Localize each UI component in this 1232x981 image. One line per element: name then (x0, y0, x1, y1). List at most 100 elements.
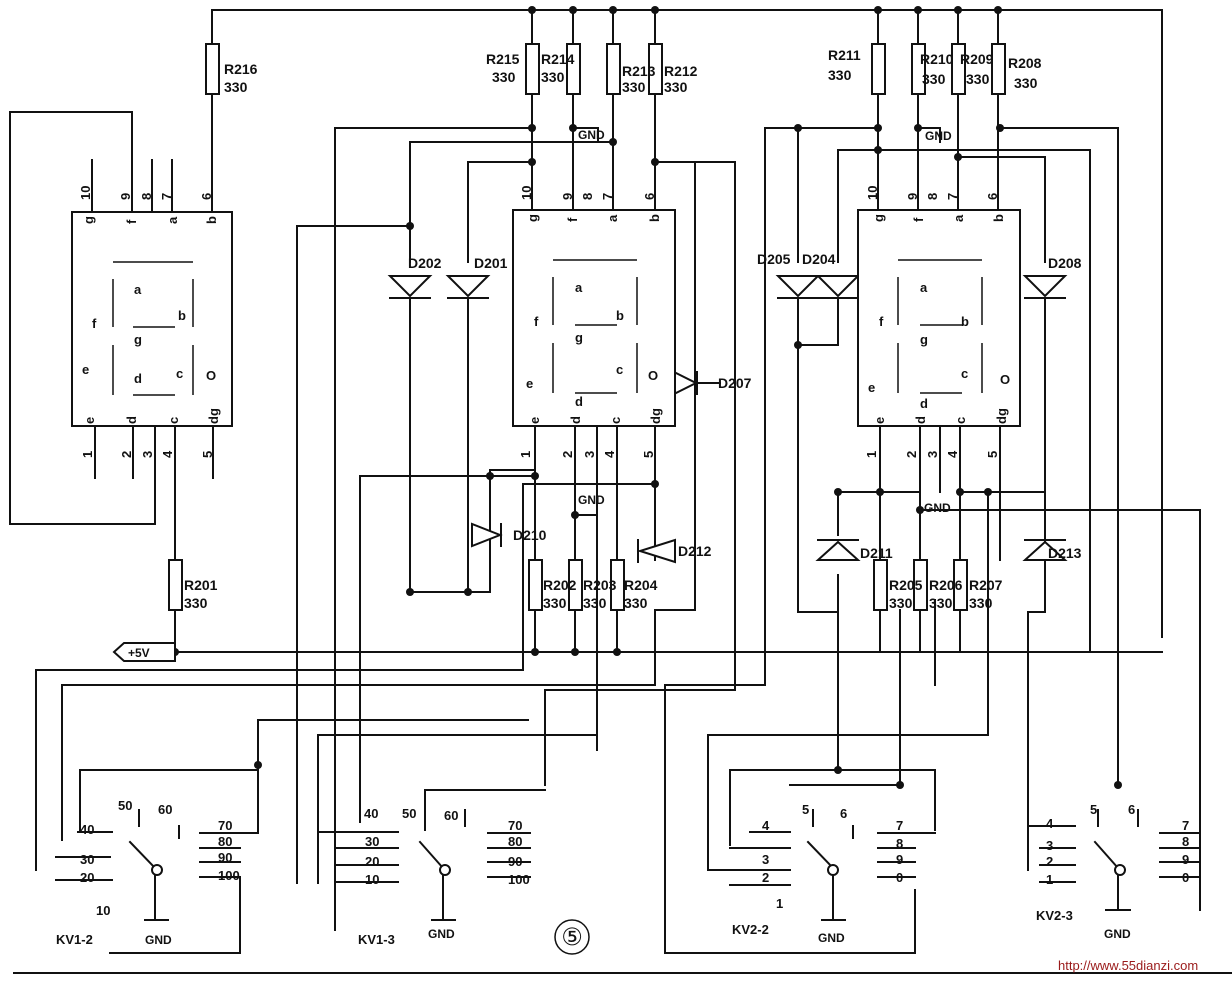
mid-pin-b: b (647, 214, 662, 222)
mid-pin-9: 9 (560, 193, 575, 200)
d201-label: D201 (474, 255, 508, 271)
left-seg-a: a (134, 282, 142, 297)
kv13-name: KV1-3 (358, 932, 395, 947)
kv23-top-6: 6 (1128, 802, 1135, 817)
switch-kv1-2 (55, 769, 259, 954)
right-pin-9: 9 (905, 193, 920, 200)
right-seg-c: c (961, 366, 968, 381)
left-pin-10: 10 (78, 186, 93, 200)
right-seg-d: d (920, 396, 928, 411)
r213-ref: R213 (622, 63, 656, 79)
gnd-label-6: GND (428, 927, 455, 941)
right-pin-b: b (991, 214, 1006, 222)
left-seg-f: f (92, 316, 97, 331)
mid-seg-c: c (616, 362, 623, 377)
gnd-label-5: GND (145, 933, 172, 947)
r204-val: 330 (624, 595, 648, 611)
left-seg-b: b (178, 308, 186, 323)
r211-ref: R211 (828, 47, 861, 63)
diodes (387, 275, 1068, 564)
right-pin-10: 10 (865, 186, 880, 200)
left-pin-g: g (81, 216, 96, 224)
mid-pin-3: 3 (582, 451, 597, 458)
left-seg-c: c (176, 366, 183, 381)
d212-label: D212 (678, 543, 712, 559)
r214-val: 330 (541, 69, 565, 85)
r214-ref: R214 (541, 51, 575, 67)
kv12-right-70: 70 (218, 818, 232, 833)
left-seg-e: e (82, 362, 89, 377)
gnd-label-2: GND (578, 493, 605, 507)
kv22-left-3: 3 (762, 852, 769, 867)
right-pin-4: 4 (945, 450, 960, 458)
r207-ref: R207 (969, 577, 1003, 593)
r203-ref: R203 (583, 577, 617, 593)
left-pin-f: f (124, 219, 139, 224)
mid-pin-dg: dg (648, 408, 663, 424)
left-pin-1: 1 (80, 451, 95, 458)
d205-label: D205 (757, 251, 791, 267)
right-seg-g: g (920, 332, 928, 347)
r211-val: 330 (828, 67, 852, 83)
gnd-label-7: GND (818, 931, 845, 945)
kv22-left-2: 2 (762, 870, 769, 885)
kv12-left-30: 30 (80, 852, 94, 867)
kv22-top-6: 6 (840, 806, 847, 821)
r208-ref: R208 (1008, 55, 1042, 71)
kv23-right-0: 0 (1182, 870, 1189, 885)
left-pin-2: 2 (119, 451, 134, 458)
kv22-under-1: 1 (776, 896, 783, 911)
r201-ref: R201 (184, 577, 218, 593)
figure-circle (554, 919, 590, 955)
left-pin-9: 9 (118, 193, 133, 200)
kv13-top-50: 50 (402, 806, 416, 821)
d208-label: D208 (1048, 255, 1082, 271)
mid-pin-8: 8 (580, 193, 595, 200)
mid-pin-10: 10 (519, 186, 534, 200)
left-pin-4: 4 (160, 450, 175, 458)
right-seg-b: b (961, 314, 969, 329)
right-pin-d: d (913, 416, 928, 424)
mid-pin-4: 4 (602, 450, 617, 458)
kv22-right-8: 8 (896, 836, 903, 851)
r202-ref: R202 (543, 577, 577, 593)
kv13-right-70: 70 (508, 818, 522, 833)
wiring (9, 9, 1201, 954)
kv12-top-60: 60 (158, 802, 172, 817)
r207-val: 330 (969, 595, 993, 611)
kv12-name: KV1-2 (56, 932, 93, 947)
r216-val: 330 (224, 79, 248, 95)
left-pin-3: 3 (140, 451, 155, 458)
kv22-right-9: 9 (896, 852, 903, 867)
gnd-label-1: GND (578, 128, 605, 142)
kv23-right-9: 9 (1182, 852, 1189, 867)
left-pin-dg: dg (206, 408, 221, 424)
d213-label: D213 (1048, 545, 1082, 561)
r209-val: 330 (966, 71, 990, 87)
r210-val: 330 (922, 71, 946, 87)
labels: R216 330 R215 330 R214 330 R213 330 R212… (56, 47, 1198, 973)
d204-label: D204 (802, 251, 836, 267)
display-middle (512, 209, 676, 427)
mid-pin-6: 6 (642, 193, 657, 200)
switch-kv2-2 (707, 809, 936, 921)
mid-seg-g: g (575, 330, 583, 345)
kv13-left-30: 30 (365, 834, 379, 849)
r203-val: 330 (583, 595, 607, 611)
left-pin-a: a (165, 216, 180, 224)
kv23-right-8: 8 (1182, 834, 1189, 849)
mid-seg-f: f (534, 314, 539, 329)
right-seg-dp: O (1000, 372, 1010, 387)
r208-val: 330 (1014, 75, 1038, 91)
mid-pin-7: 7 (600, 193, 615, 200)
kv23-name: KV2-3 (1036, 908, 1073, 923)
kv13-top-40: 40 (364, 806, 378, 821)
kv12-right-100: 100 (218, 868, 240, 883)
switch-kv1-3 (317, 809, 531, 921)
right-pin-8: 8 (925, 193, 940, 200)
kv23-left-2: 2 (1046, 854, 1053, 869)
r212-val: 330 (664, 79, 688, 95)
mid-seg-d: d (575, 394, 583, 409)
kv12-left-40: 40 (80, 822, 94, 837)
